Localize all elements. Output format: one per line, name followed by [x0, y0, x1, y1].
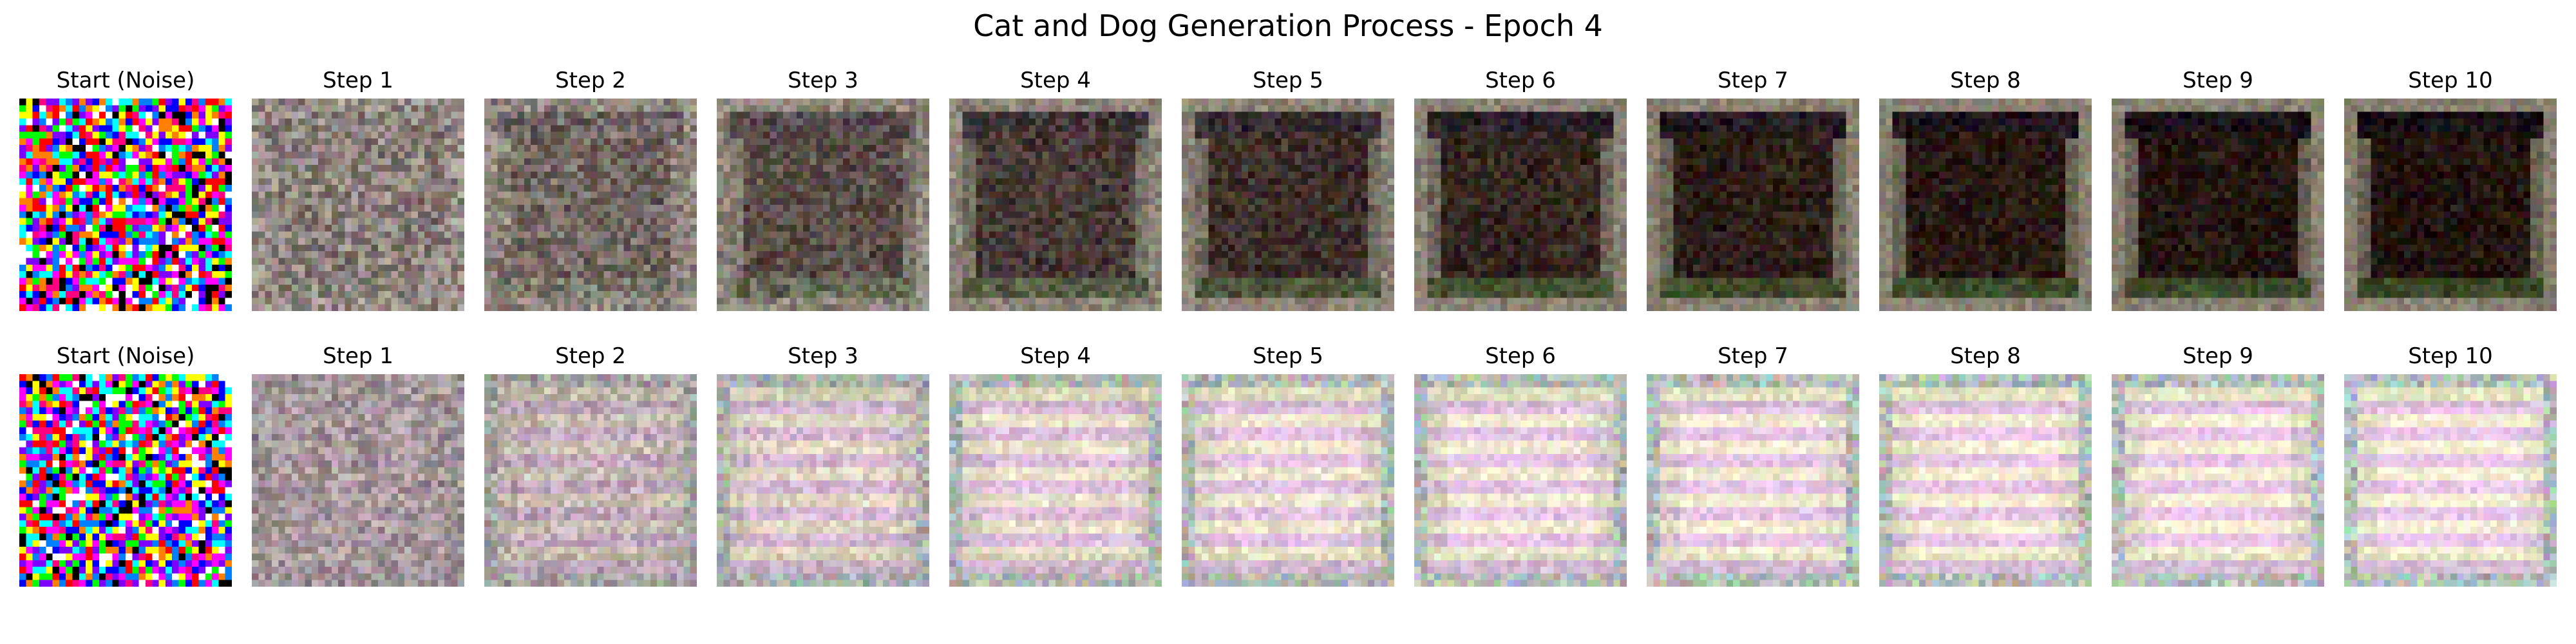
image-panel: Step 1: [252, 68, 464, 311]
image-panel: Step 8: [1879, 343, 2092, 587]
panel-label: Step 8: [1950, 68, 2021, 93]
panel-label: Step 6: [1485, 343, 1556, 369]
image-panel: Step 10: [2344, 343, 2557, 587]
figure-title: Cat and Dog Generation Process - Epoch 4: [973, 8, 1603, 43]
generated-image: [1647, 99, 1859, 311]
generated-image: [1647, 374, 1859, 587]
panel-label: Step 7: [1718, 343, 1788, 369]
generated-image: [1182, 99, 1394, 311]
generated-image: [252, 99, 464, 311]
image-panel: Step 7: [1647, 68, 1859, 311]
panel-label: Step 10: [2408, 68, 2493, 93]
generated-image: [2344, 374, 2557, 587]
panel-label: Step 1: [323, 343, 393, 369]
panel-label: Step 3: [788, 68, 858, 93]
image-panel: Step 6: [1414, 343, 1627, 587]
image-panel: Step 4: [949, 68, 1162, 311]
generated-image: [484, 99, 697, 311]
generated-image: [1414, 99, 1627, 311]
panel-label: Step 2: [555, 68, 626, 93]
image-panel: Step 8: [1879, 68, 2092, 311]
image-panel: Step 1: [252, 343, 464, 587]
image-panel: Step 3: [717, 343, 929, 587]
generated-image: [484, 374, 697, 587]
panel-label: Step 6: [1485, 68, 1556, 93]
image-panel: Step 6: [1414, 68, 1627, 311]
generated-image: [19, 99, 232, 311]
panel-label: Step 5: [1253, 68, 1323, 93]
panel-label: Step 3: [788, 343, 858, 369]
image-panel: Step 5: [1182, 68, 1394, 311]
image-panel: Step 4: [949, 343, 1162, 587]
panel-label: Step 5: [1253, 343, 1323, 369]
panel-label: Start (Noise): [56, 343, 195, 369]
image-panel: Step 9: [2112, 68, 2324, 311]
generated-image: [949, 99, 1162, 311]
image-panel: Start (Noise): [19, 343, 232, 587]
panel-label: Step 9: [2183, 343, 2253, 369]
panel-label: Step 9: [2183, 68, 2253, 93]
generated-image: [1879, 99, 2092, 311]
panel-label: Step 4: [1020, 343, 1091, 369]
generated-image: [2112, 374, 2324, 587]
generated-image: [1879, 374, 2092, 587]
image-panel: Step 5: [1182, 343, 1394, 587]
panel-label: Step 10: [2408, 343, 2493, 369]
generated-image: [19, 374, 232, 587]
panel-label: Step 4: [1020, 68, 1091, 93]
image-panel: Start (Noise): [19, 68, 232, 311]
generated-image: [949, 374, 1162, 587]
panel-label: Start (Noise): [56, 68, 195, 93]
image-panel: Step 2: [484, 343, 697, 587]
image-panel: Step 2: [484, 68, 697, 311]
generated-image: [1182, 374, 1394, 587]
panel-label: Step 1: [323, 68, 393, 93]
image-panel: Step 10: [2344, 68, 2557, 311]
generated-image: [717, 99, 929, 311]
image-panel: Step 7: [1647, 343, 1859, 587]
generated-image: [717, 374, 929, 587]
image-panel: Step 9: [2112, 343, 2324, 587]
image-panel: Step 3: [717, 68, 929, 311]
generated-image: [2112, 99, 2324, 311]
panel-label: Step 7: [1718, 68, 1788, 93]
generated-image: [252, 374, 464, 587]
generated-image: [1414, 374, 1627, 587]
panel-label: Step 8: [1950, 343, 2021, 369]
panel-label: Step 2: [555, 343, 626, 369]
generated-image: [2344, 99, 2557, 311]
